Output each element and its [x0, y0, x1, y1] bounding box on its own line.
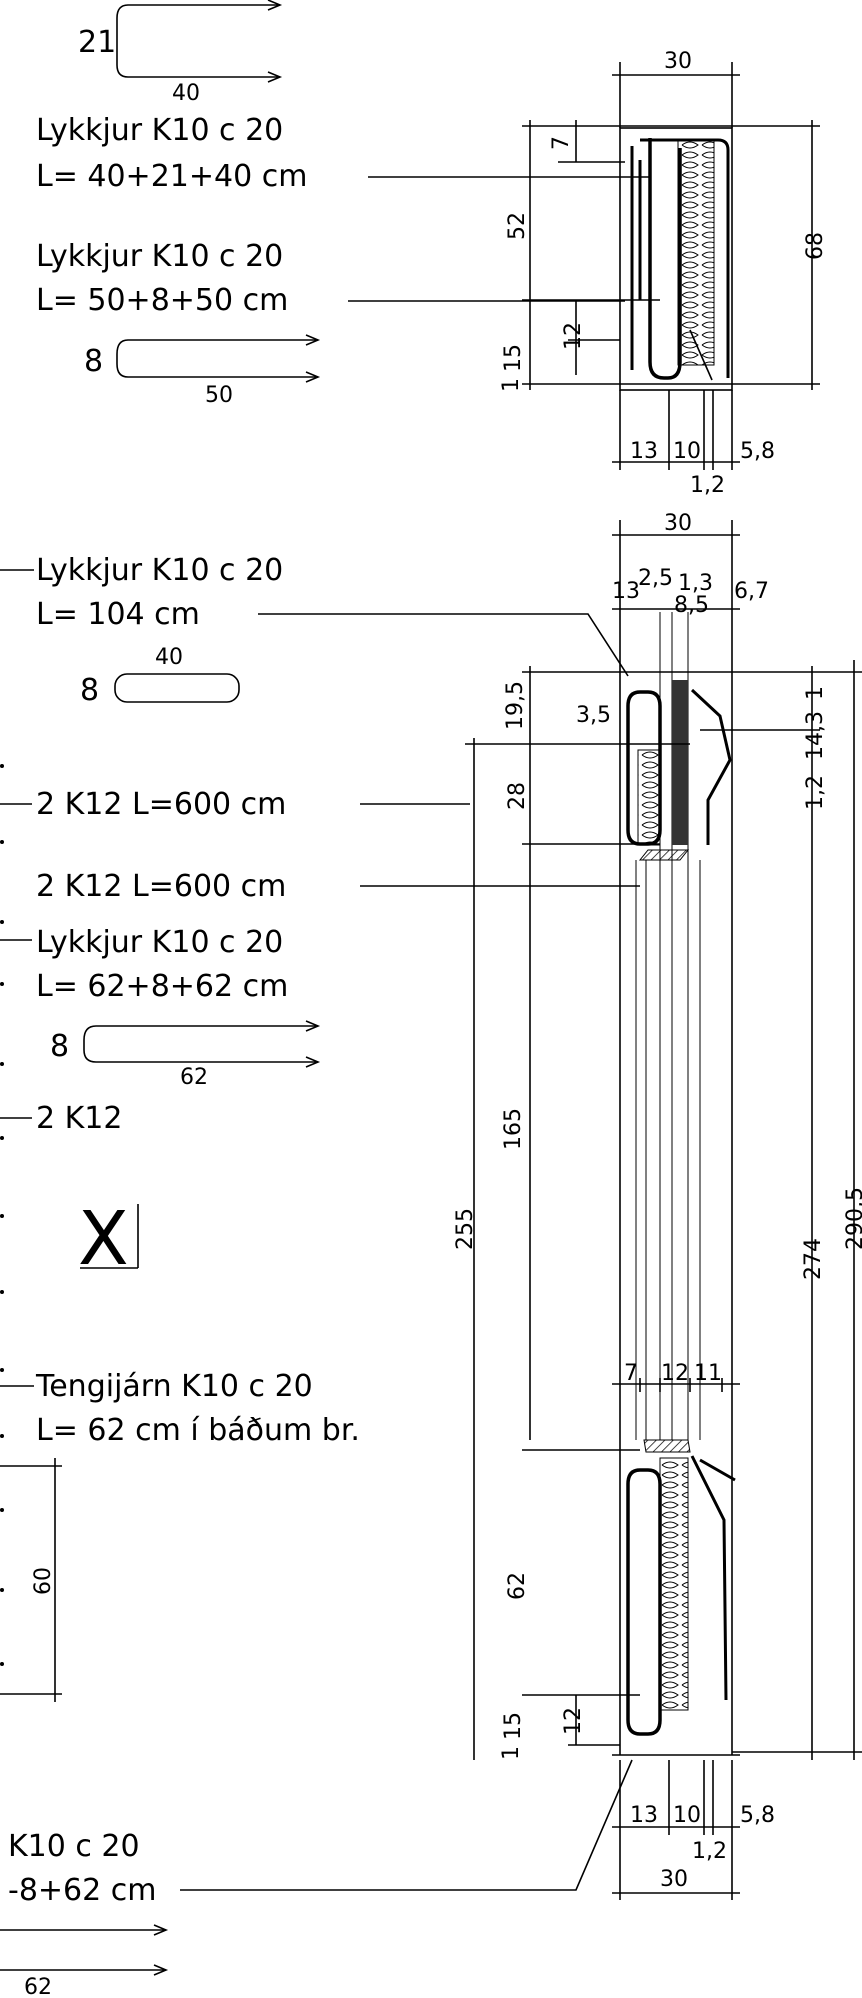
top-dim-7: 7: [549, 136, 574, 150]
main-dim-12e: 1,2: [692, 1839, 727, 1864]
main-dim-13b: 1,3: [678, 571, 713, 596]
main-dim-12: 1,2: [803, 775, 828, 810]
main-dim-13c: 13: [630, 1803, 658, 1828]
bottom-bend-length: 62: [24, 1975, 52, 1998]
main-dim-195: 19,5: [503, 681, 528, 730]
edge-marks: [0, 764, 4, 1666]
top-label1-line1: Lykkjur K10 c 20: [36, 113, 283, 148]
insulation: [677, 139, 715, 366]
main-dim-10: 10: [673, 1803, 701, 1828]
main-label6-line2: L= 62 cm í báðum br.: [36, 1413, 360, 1448]
main-dim-13: 13: [612, 579, 640, 604]
main-label2: 2 K12 L=600 cm: [36, 787, 286, 822]
main-label1-line2: L= 104 cm: [36, 597, 200, 632]
main-dim-165: 165: [501, 1108, 526, 1150]
top-dim-12b: 1,2: [690, 473, 725, 498]
top-dim-10: 10: [673, 439, 701, 464]
top-width-30: 30: [664, 49, 692, 74]
main-dim-255: 255: [453, 1208, 478, 1250]
top-cross-section: 30 68 7 52 12 15 1 13 10 5,8 1,2: [499, 49, 828, 498]
main-dim-15: 15: [501, 1712, 526, 1740]
main-dim-35: 3,5: [576, 703, 611, 728]
main-label4-line1: Lykkjur K10 c 20: [36, 925, 283, 960]
main-dim-1: 1: [803, 686, 828, 700]
main-label4-line2: L= 62+8+62 cm: [36, 969, 288, 1004]
section-mark: X: [78, 1196, 139, 1282]
svg-text:60: 60: [31, 1567, 56, 1595]
main-dim-58: 5,8: [740, 1803, 775, 1828]
main-dim-274: 274: [801, 1238, 826, 1280]
bottom-label-line1: K10 c 20: [8, 1829, 140, 1864]
top-dim-12: 12: [561, 322, 586, 350]
top-dim-68: 68: [803, 232, 828, 260]
main-width-30-top: 30: [664, 511, 692, 536]
main-dim-67: 6,7: [734, 579, 769, 604]
main-width-30-bottom: 30: [660, 1867, 688, 1892]
top-label2-line2: L= 50+8+50 cm: [36, 283, 288, 318]
main-dim-7: 7: [624, 1361, 638, 1386]
loop1-height: 8: [80, 673, 99, 708]
main-dim-11: 11: [694, 1361, 722, 1386]
top-dim-58: 5,8: [740, 439, 775, 464]
main-dim-12c: 12: [661, 1361, 689, 1386]
loop1-length: 40: [155, 645, 183, 670]
top-dim-13: 13: [630, 439, 658, 464]
main-label3: 2 K12 L=600 cm: [36, 869, 286, 904]
main-wall-section: 30 13 2,5 1,3 6,7 8,5 19,5 3,5 28 165 25…: [453, 511, 862, 1900]
main-label5: 2 K12: [36, 1101, 122, 1136]
main-dim-85: 8,5: [674, 593, 709, 618]
main-dim-62: 62: [505, 1572, 530, 1600]
main-loop-shape-1: 8 40: [80, 645, 240, 708]
main-dim-12d: 12: [561, 1707, 586, 1735]
bottom-label-line2: -8+62 cm: [8, 1873, 156, 1908]
main-dim-143: 14,3: [803, 711, 828, 760]
top-label2-line1: Lykkjur K10 c 20: [36, 239, 283, 274]
top-label1-line2: L= 40+21+40 cm: [36, 159, 307, 194]
main-dim-25: 2,5: [638, 566, 673, 591]
leader-line: [180, 1759, 633, 1891]
main-label1-line1: Lykkjur K10 c 20: [36, 553, 283, 588]
main-dim-2905: 290,5: [843, 1187, 862, 1250]
bottom-bend-shape: 62: [0, 1924, 169, 1998]
bend1-length: 40: [172, 81, 200, 106]
bend2-height: 8: [84, 344, 103, 379]
top-dim-15: 15: [501, 344, 526, 372]
left-dimension-60: 60: [0, 1458, 62, 1702]
main-bend-shape-3: 8 62: [50, 1020, 321, 1090]
bend3-length: 62: [180, 1065, 208, 1090]
section-mark-letter: X: [78, 1196, 129, 1282]
top-bend-shape-1: 21 40: [78, 0, 283, 106]
top-dim-1: 1: [499, 378, 524, 392]
bend3-height: 8: [50, 1029, 69, 1064]
main-label6-line1: Tengijárn K10 c 20: [35, 1369, 313, 1404]
bend1-height: 21: [78, 25, 116, 60]
main-dim-1b: 1: [499, 1746, 524, 1760]
main-dim-28: 28: [505, 782, 530, 810]
top-dim-52: 52: [505, 212, 530, 240]
top-section-outline: [619, 127, 733, 391]
leader-line: [258, 613, 629, 677]
bend2-length: 50: [205, 383, 233, 408]
top-bend-shape-2: 8 50: [84, 334, 321, 408]
